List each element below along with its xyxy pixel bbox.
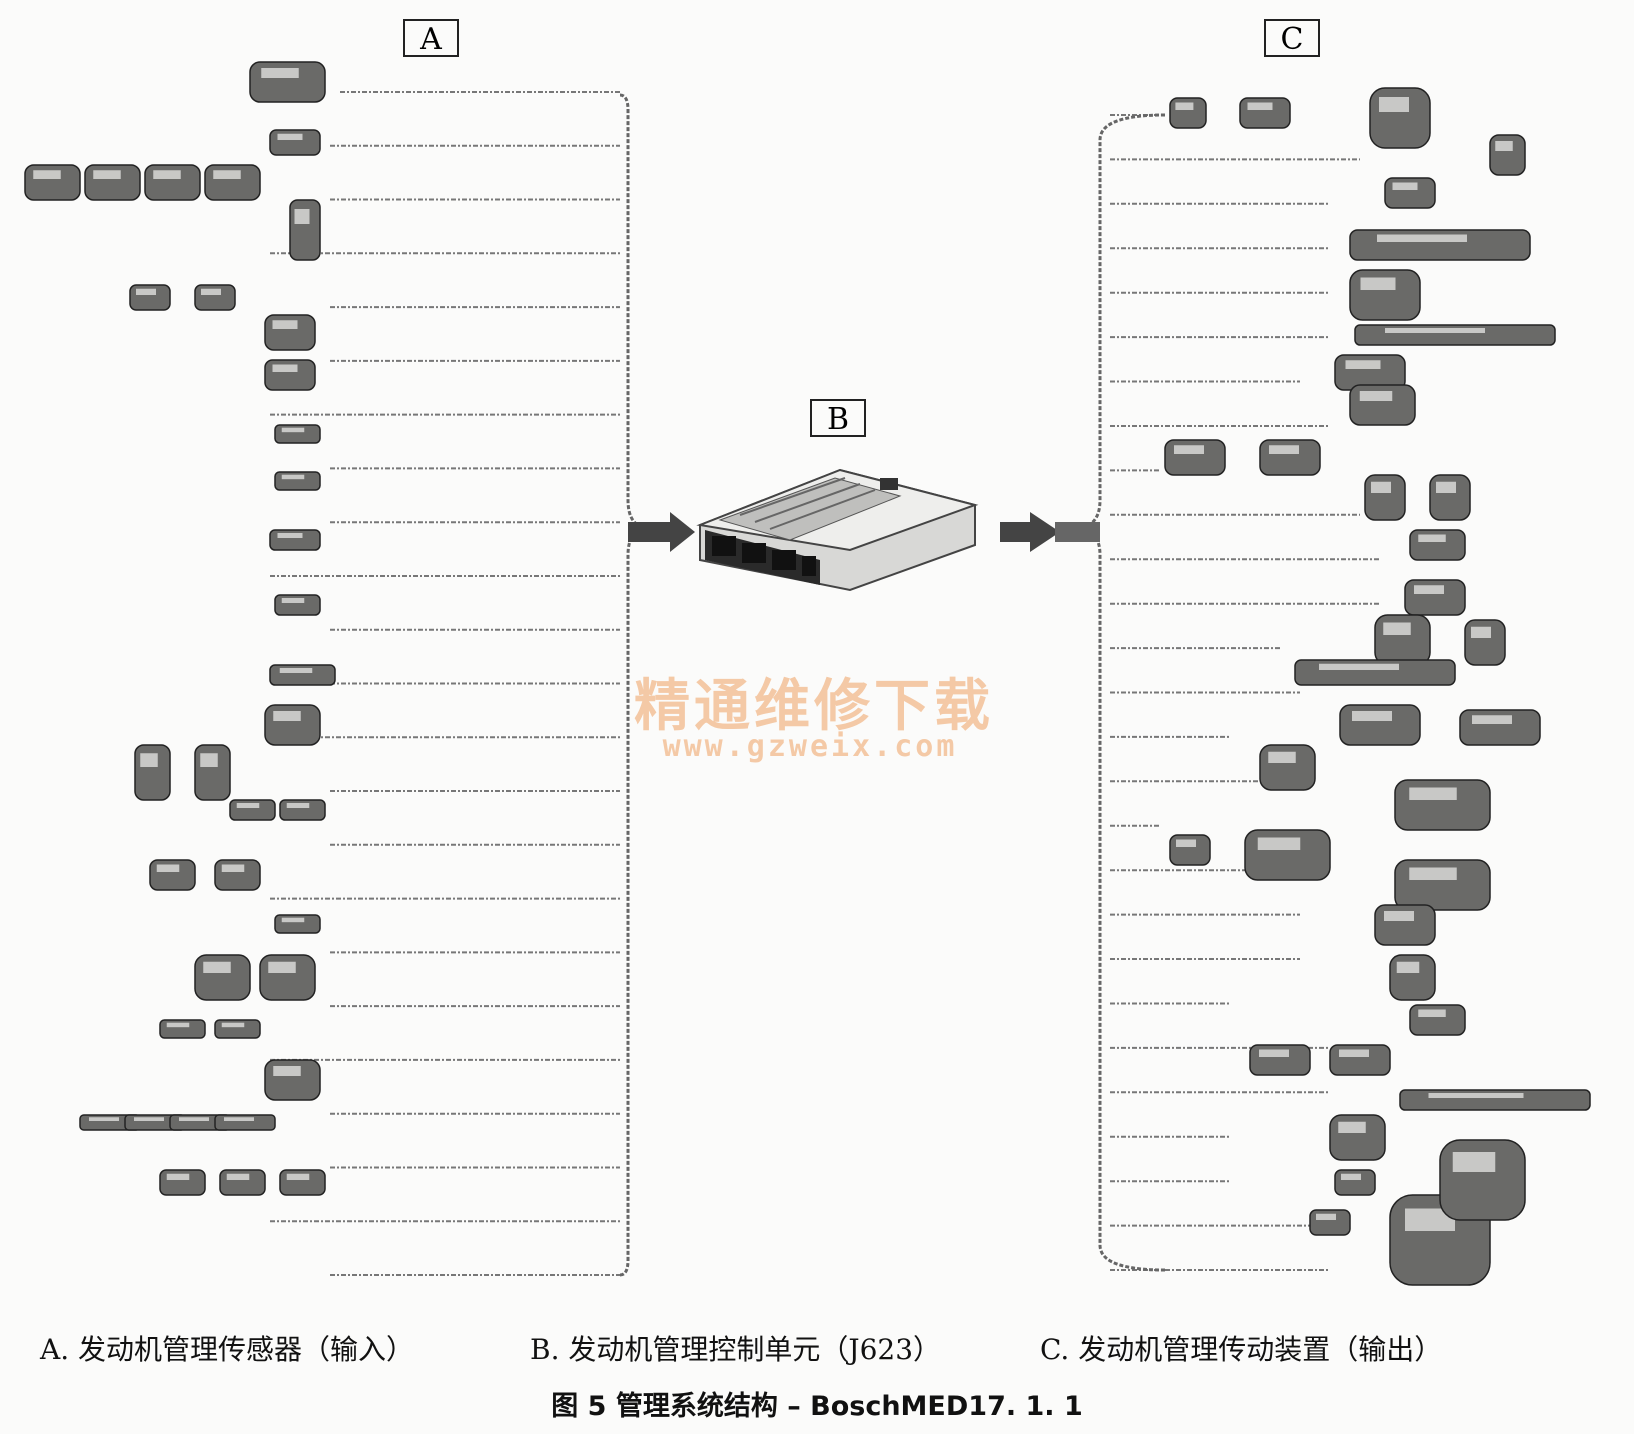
sensor-part xyxy=(194,744,231,801)
sensor-part xyxy=(159,1169,206,1196)
actuator-part xyxy=(1409,529,1466,561)
actuator-part xyxy=(1334,1169,1376,1196)
sensor-part xyxy=(214,1114,276,1131)
actuator-part xyxy=(1164,439,1226,476)
actuator-part xyxy=(1409,1004,1466,1036)
watermark-url: www.gzweix.com xyxy=(663,729,958,764)
sensor-part xyxy=(274,471,321,491)
sensor-part xyxy=(214,1019,261,1039)
actuator-part xyxy=(1374,904,1436,946)
legend-item-sensors: A. 发动机管理传感器（输入） xyxy=(40,1333,415,1366)
sensor-part xyxy=(264,704,321,746)
legend: A. 发动机管理传感器（输入） B. 发动机管理控制单元（J623） C. 发动… xyxy=(40,1328,1600,1372)
actuator-part xyxy=(1429,474,1471,521)
actuator-part xyxy=(1309,1209,1351,1236)
box-label-b: B xyxy=(810,399,866,437)
sensor-part xyxy=(204,164,261,201)
sensor-part xyxy=(214,859,261,891)
sensor-part xyxy=(269,129,321,156)
sensor-part xyxy=(149,859,196,891)
actuator-part xyxy=(1464,619,1506,666)
actuator-components xyxy=(1164,87,1591,1286)
actuator-part xyxy=(1349,229,1531,261)
sensor-part xyxy=(274,914,321,934)
sensor-part xyxy=(279,1169,326,1196)
actuator-part xyxy=(1259,744,1316,791)
actuator-part xyxy=(1349,269,1421,321)
actuator-part xyxy=(1489,134,1526,176)
sensor-part xyxy=(264,1059,321,1101)
sensor-part xyxy=(129,284,171,311)
box-label-c: C xyxy=(1264,19,1320,57)
actuator-part xyxy=(1239,97,1291,129)
sensor-part xyxy=(24,164,81,201)
actuator-part xyxy=(1404,579,1466,616)
actuator-part xyxy=(1169,97,1207,129)
input-arrow xyxy=(628,512,695,552)
output-signal-lines xyxy=(1110,114,1380,1271)
sensor-part xyxy=(274,594,321,616)
actuator-part xyxy=(1384,177,1436,209)
actuator-part xyxy=(1354,324,1556,346)
sensor-part xyxy=(269,664,336,686)
sensor-part xyxy=(194,284,236,311)
actuator-part xyxy=(1369,87,1431,149)
sensor-part xyxy=(134,744,171,801)
legend-item-actuators: C. 发动机管理传动装置（输出） xyxy=(1040,1333,1443,1366)
box-label-b-text: B xyxy=(827,402,849,437)
actuator-part xyxy=(1339,704,1421,746)
actuator-part xyxy=(1389,954,1436,1001)
sensor-part xyxy=(264,314,316,351)
output-arrow xyxy=(1000,512,1100,552)
sensor-components xyxy=(24,61,336,1196)
input-signal-lines xyxy=(270,91,620,1276)
actuator-part xyxy=(1294,659,1456,686)
sensor-part xyxy=(194,954,251,1001)
figure-caption: 图 5 管理系统结构 – BoschMED17. 1. 1 xyxy=(551,1391,1083,1422)
sensor-part xyxy=(84,164,141,201)
box-label-c-text: C xyxy=(1281,22,1304,57)
sensor-part xyxy=(159,1019,206,1039)
box-label-a: A xyxy=(403,19,459,57)
system-structure-diagram: A C B xyxy=(24,19,1591,1286)
actuator-part xyxy=(1259,439,1321,476)
actuator-part xyxy=(1329,1044,1391,1076)
legend-item-control-unit: B. 发动机管理控制单元（J623） xyxy=(530,1333,942,1366)
actuator-part xyxy=(1169,834,1211,866)
watermark: 精通维修下载 www.gzweix.com xyxy=(634,674,994,764)
sensor-part xyxy=(289,199,321,261)
sensor-part xyxy=(274,424,321,444)
actuator-part xyxy=(1439,1139,1526,1221)
sensor-part xyxy=(269,529,321,551)
actuator-part xyxy=(1374,614,1431,666)
actuator-part xyxy=(1249,1044,1311,1076)
actuator-part xyxy=(1244,829,1331,881)
actuator-part xyxy=(1394,859,1491,911)
watermark-text: 精通维修下载 xyxy=(634,674,994,739)
actuator-part xyxy=(1394,779,1491,831)
actuator-part xyxy=(1459,709,1541,746)
sensor-part xyxy=(144,164,201,201)
sensor-part xyxy=(279,799,326,821)
ecu-unit-illustration xyxy=(696,468,979,592)
sensor-part xyxy=(229,799,276,821)
actuator-part xyxy=(1364,474,1406,521)
sensor-part xyxy=(219,1169,266,1196)
sensor-part xyxy=(249,61,326,103)
sensor-part xyxy=(259,954,316,1001)
box-label-a-text: A xyxy=(419,22,442,57)
actuator-part xyxy=(1349,384,1416,426)
actuator-part xyxy=(1399,1089,1591,1111)
actuator-part xyxy=(1329,1114,1386,1161)
sensor-part xyxy=(264,359,316,391)
